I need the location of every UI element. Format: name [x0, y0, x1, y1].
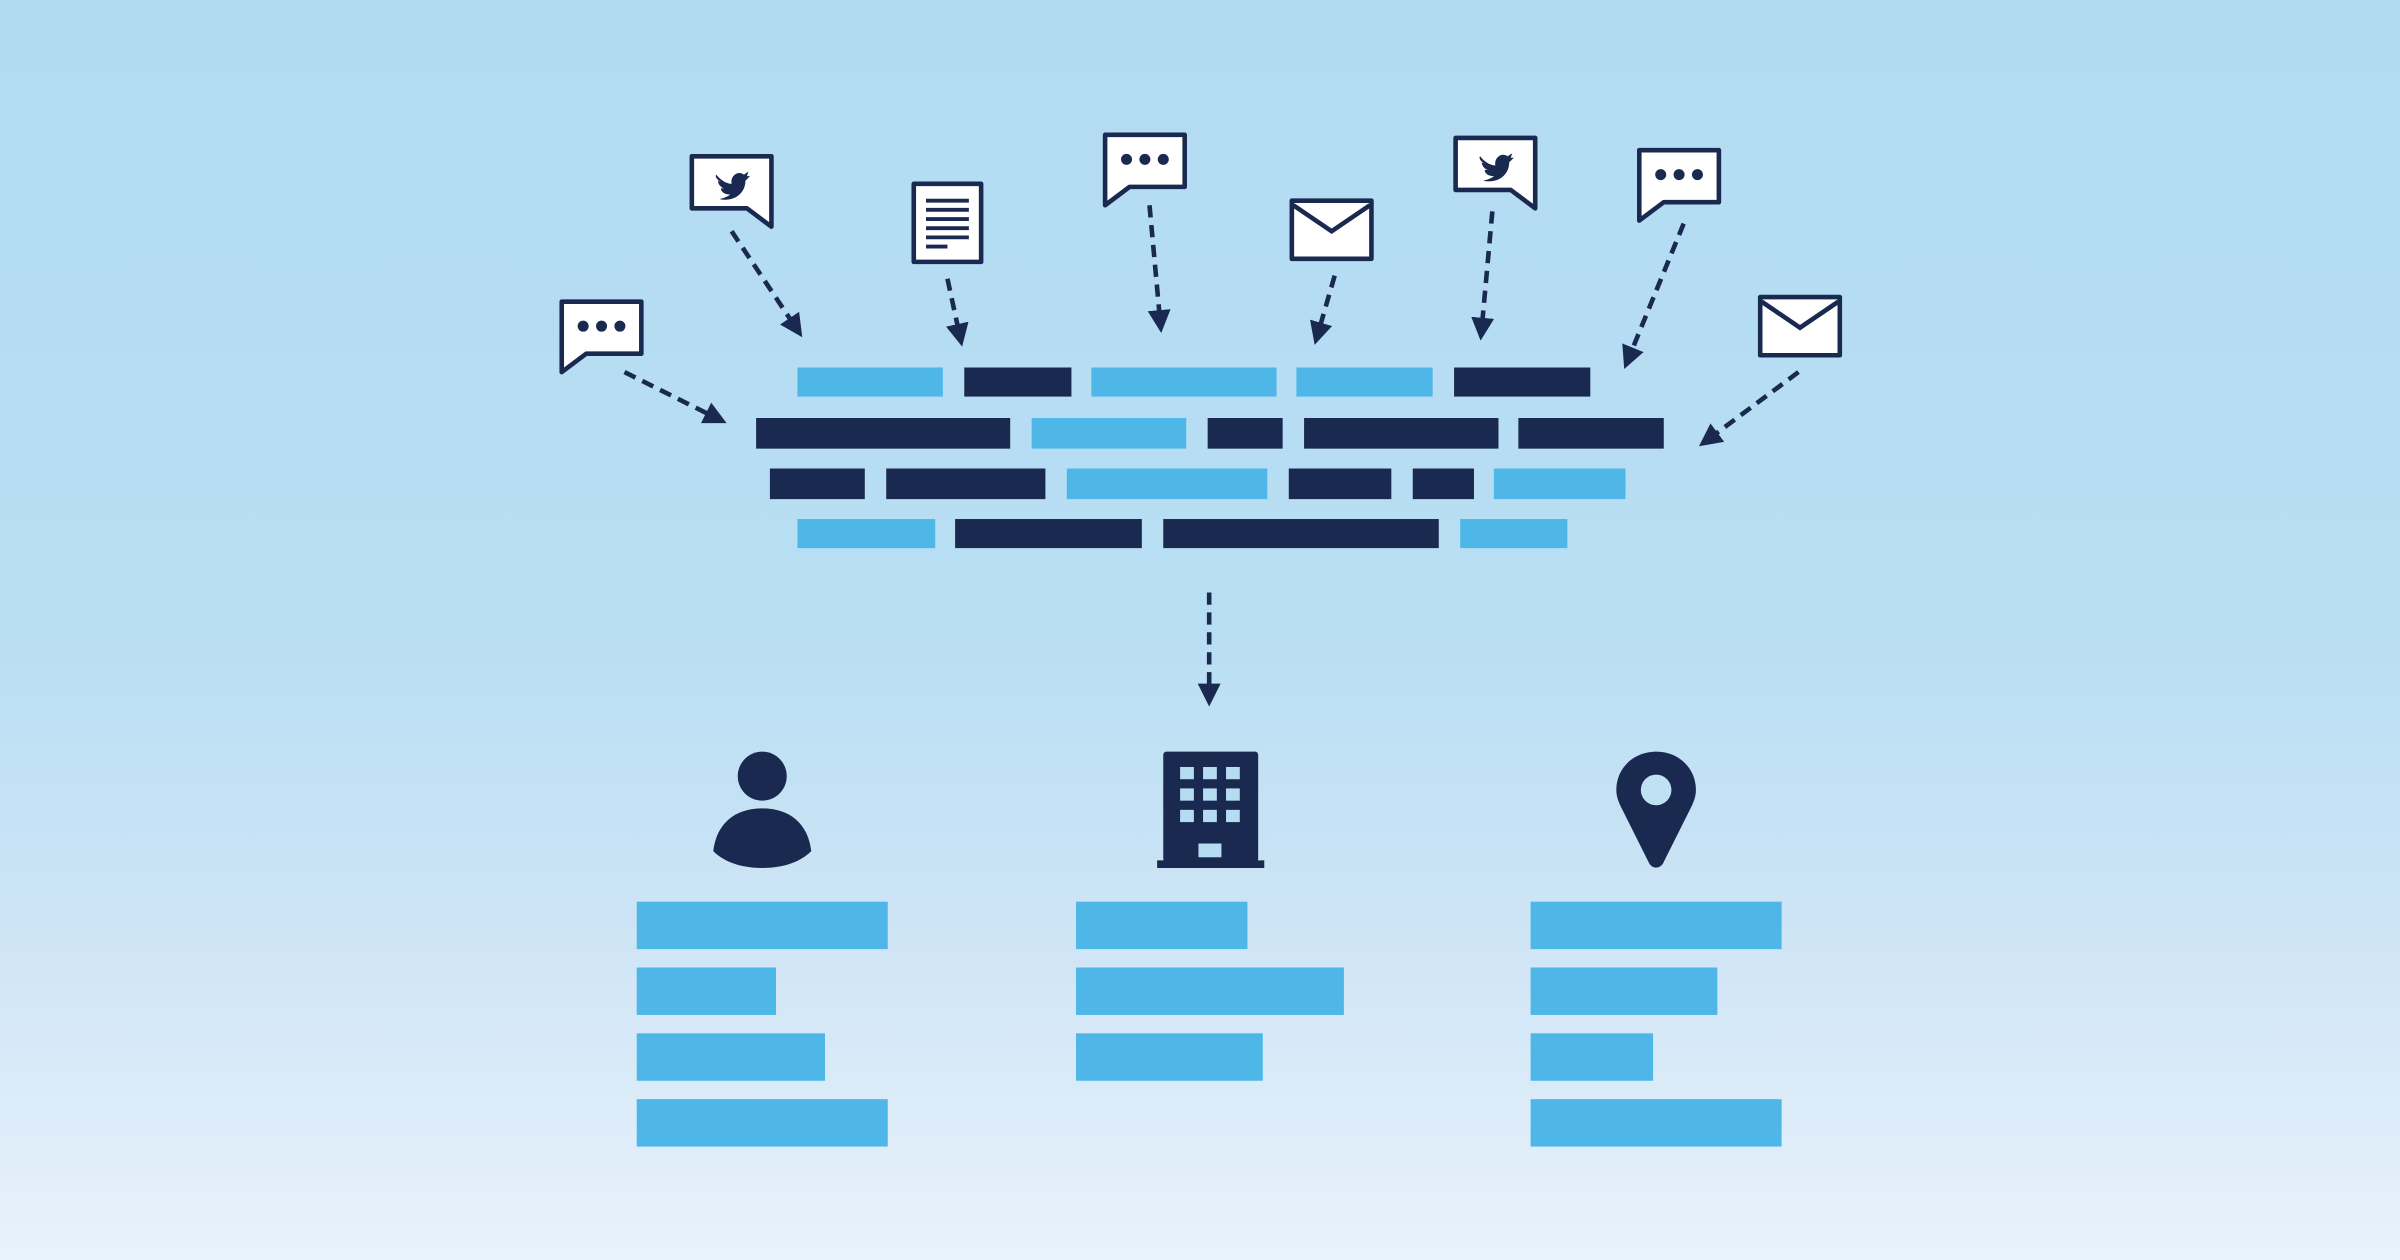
field-bar [636, 1099, 888, 1147]
text-block [1460, 519, 1568, 549]
text-block [1454, 367, 1591, 397]
text-block [1091, 367, 1277, 397]
person-icon [713, 751, 812, 869]
arrow [1471, 211, 1495, 341]
field-bar [1076, 967, 1344, 1015]
location-fields [1530, 901, 1782, 1147]
text-block [964, 367, 1072, 397]
text-block [797, 367, 943, 397]
text-block [769, 468, 865, 500]
text-block [1304, 418, 1499, 449]
field-bar [1530, 967, 1718, 1015]
building-icon [1157, 751, 1265, 869]
field-bar [636, 901, 888, 950]
text-block [1412, 468, 1474, 500]
envelope-icon [1292, 201, 1372, 259]
text-block [1518, 418, 1664, 449]
text-block [1288, 468, 1392, 500]
field-bar [1530, 901, 1782, 950]
arrow [1622, 222, 1686, 369]
text-block [756, 418, 1011, 449]
chat-bubble-icon [1105, 135, 1185, 205]
organization-fields [1076, 901, 1344, 1081]
arrow [945, 278, 969, 347]
text-block [797, 519, 936, 549]
person-fields [636, 901, 888, 1147]
text-block [1296, 367, 1433, 397]
envelope-icon [1760, 297, 1840, 355]
text-block-cluster [756, 367, 1664, 549]
text-block [1031, 418, 1187, 449]
twitter-icon [692, 156, 772, 226]
text-block [1066, 468, 1268, 500]
field-bar [1076, 1033, 1263, 1081]
text-block [1493, 468, 1626, 500]
field-bar [1530, 1033, 1654, 1081]
text-block [886, 468, 1046, 500]
field-bar [636, 967, 777, 1015]
field-bar [1530, 1099, 1782, 1147]
arrows [623, 205, 1800, 707]
chat-bubble-icon [1639, 150, 1719, 220]
arrow [729, 230, 803, 338]
arrow [623, 370, 727, 424]
text-block [1207, 418, 1283, 449]
arrow [1698, 370, 1800, 447]
arrow [1147, 205, 1171, 334]
text-block [955, 519, 1142, 549]
twitter-icon [1456, 138, 1536, 208]
text-block [1163, 519, 1439, 549]
field-bar [636, 1033, 825, 1081]
chat-bubble-icon [562, 302, 642, 372]
arrow [1310, 275, 1337, 345]
location-pin-icon [1616, 751, 1696, 868]
document-icon [914, 184, 981, 262]
field-bar [1076, 901, 1248, 950]
